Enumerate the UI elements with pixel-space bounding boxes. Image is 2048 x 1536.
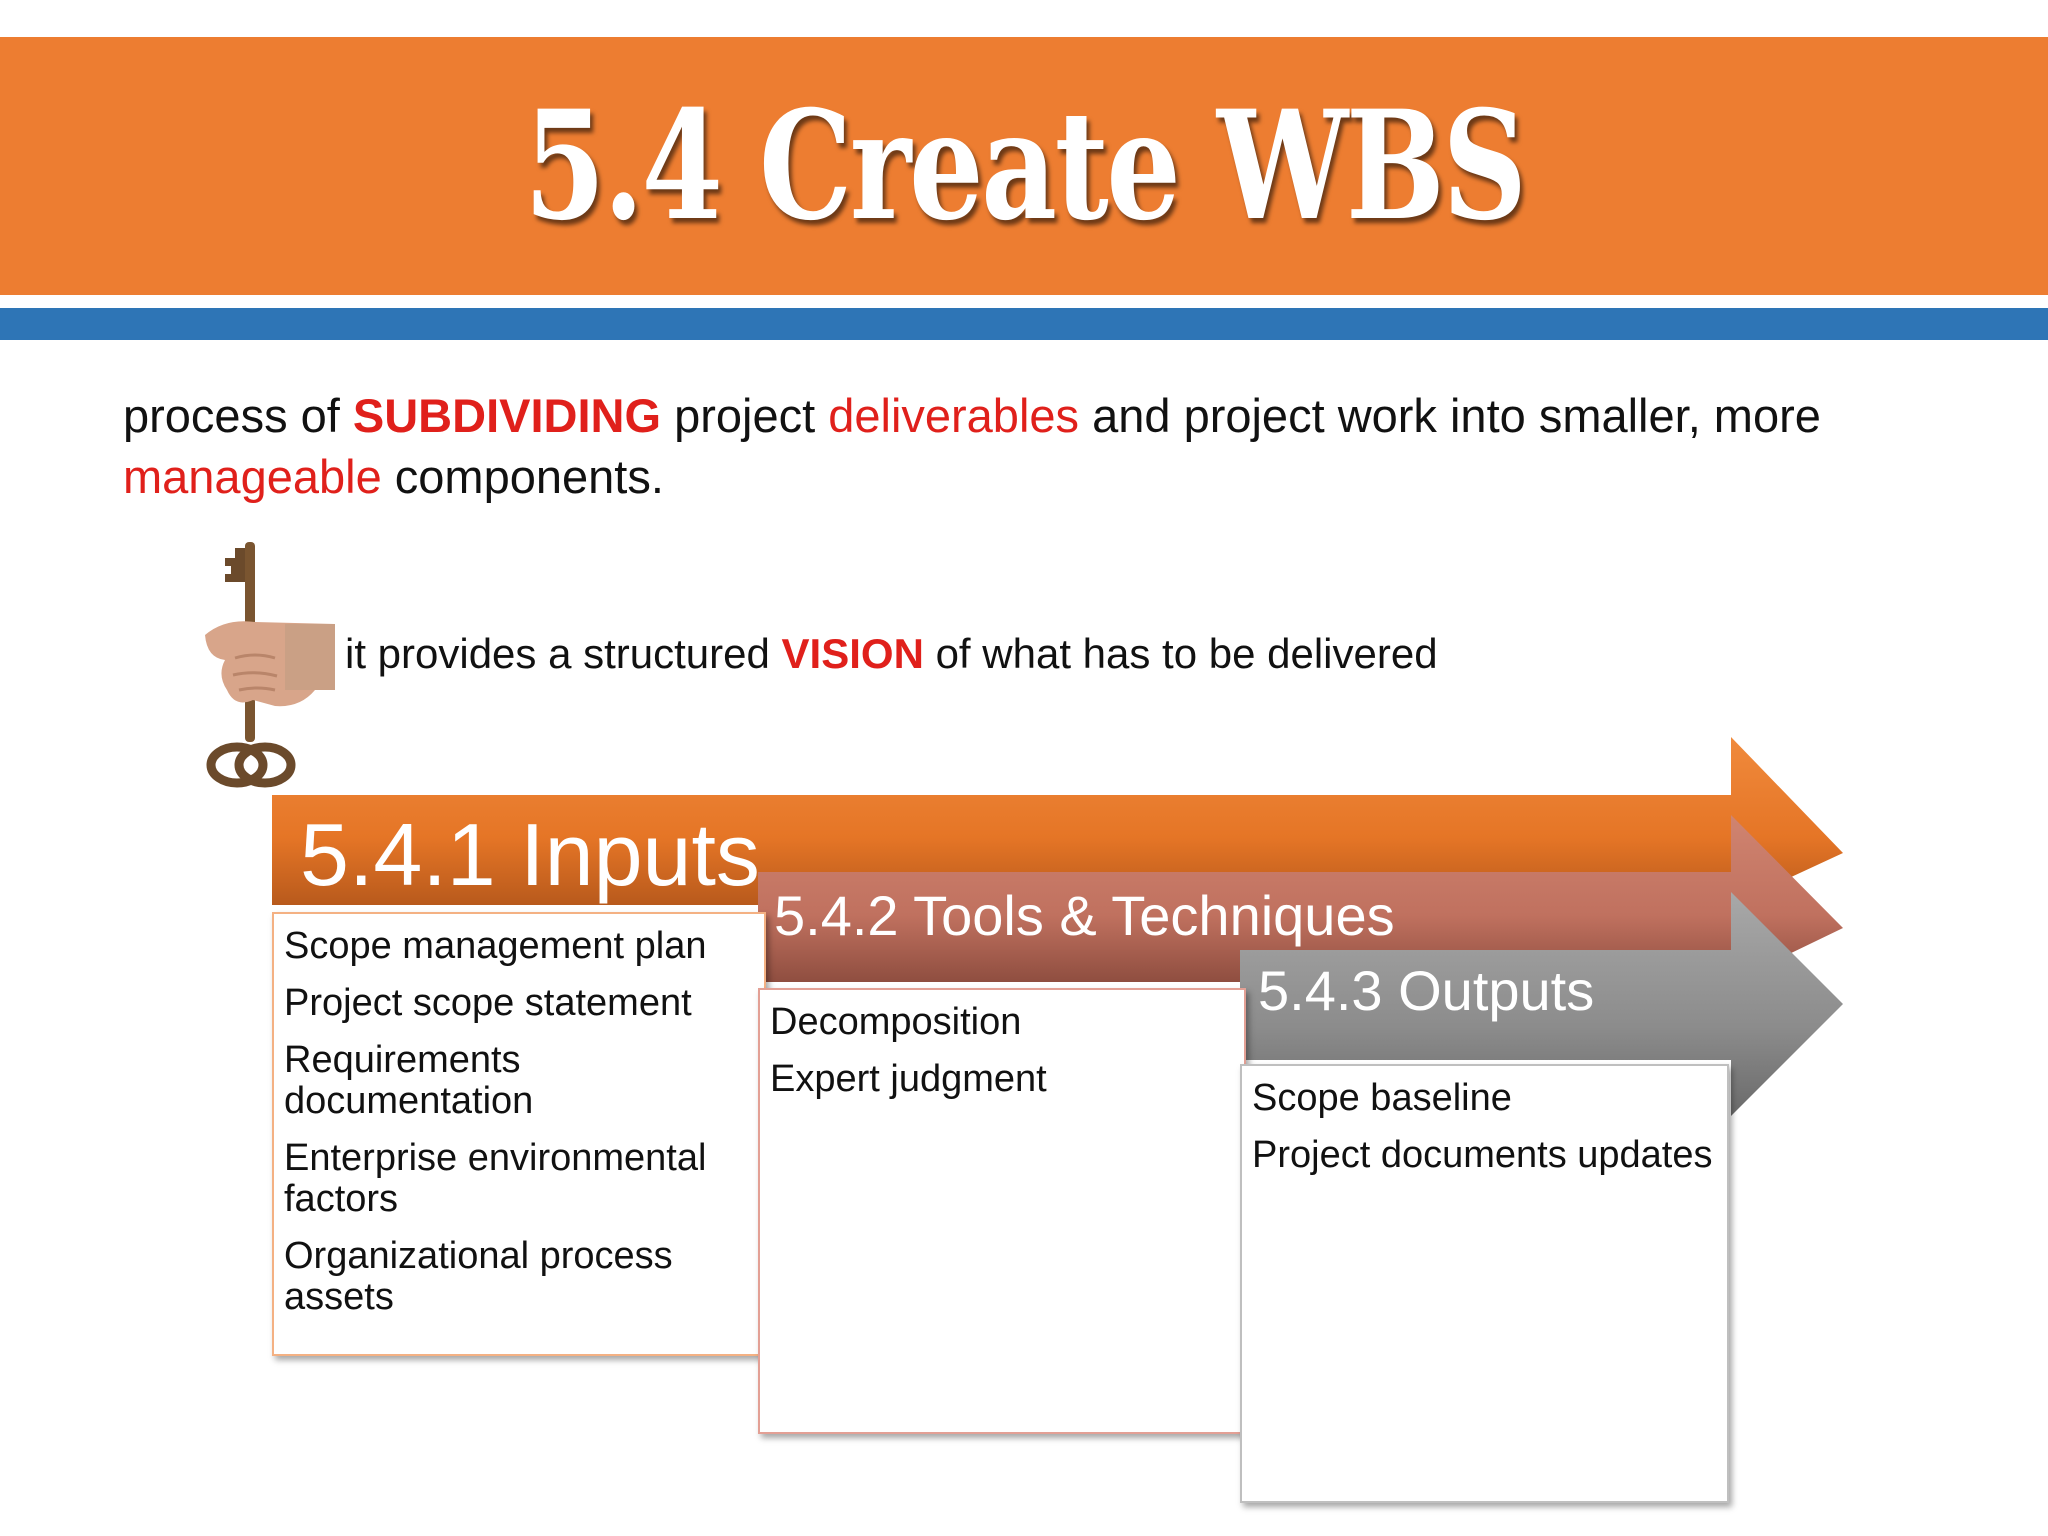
arrow-inputs — [272, 737, 1843, 905]
definition-part: and project work into smaller, more — [1079, 389, 1821, 442]
banner-gap — [0, 295, 2048, 308]
list-item: Scope management plan — [284, 925, 707, 967]
list-item: Organizational process assets — [284, 1235, 673, 1318]
inputs-box: Scope management plan Project scope stat… — [272, 912, 766, 1356]
outputs-box: Scope baseline Project documents updates — [1240, 1064, 1729, 1503]
definition-keyword-manageable: manageable — [123, 450, 382, 503]
tools-heading: 5.4.2 Tools & Techniques — [774, 884, 1395, 947]
vision-part: of what has to be delivered — [923, 630, 1438, 677]
tools-box: Decomposition Expert judgment — [758, 988, 1246, 1434]
inputs-heading: 5.4.1 Inputs — [300, 805, 760, 904]
list-item: Expert judgment — [770, 1058, 1047, 1100]
arrow-outputs — [1240, 892, 1843, 1116]
vision-text: it provides a structured VISION of what … — [345, 624, 1438, 684]
hand-holding-key-icon — [205, 542, 335, 788]
list-item: Scope baseline — [1252, 1077, 1512, 1119]
list-item: Enterprise environmental factors — [284, 1137, 707, 1220]
list-item: Project scope statement — [284, 982, 692, 1024]
definition-part: components. — [381, 450, 664, 503]
vision-keyword: VISION — [781, 630, 924, 677]
definition-text: process of SUBDIVIDING project deliverab… — [123, 385, 1923, 507]
arrow-tools — [758, 815, 1843, 982]
definition-part: project — [661, 389, 829, 442]
definition-keyword-deliverables: deliverables — [828, 389, 1080, 442]
list-item: Requirements documentation — [284, 1039, 534, 1122]
title-banner: 5.4 Create WBS — [0, 37, 2048, 295]
slide-title: 5.4 Create WBS — [523, 78, 1527, 254]
vision-part: it provides a structured — [345, 630, 782, 677]
blue-stripe — [0, 308, 2048, 340]
definition-keyword-subdividing: SUBDIVIDING — [352, 389, 662, 442]
list-item: Decomposition — [770, 1001, 1022, 1043]
definition-part: process of — [123, 389, 353, 442]
outputs-heading: 5.4.3 Outputs — [1258, 959, 1595, 1022]
list-item: Project documents updates — [1252, 1134, 1713, 1176]
